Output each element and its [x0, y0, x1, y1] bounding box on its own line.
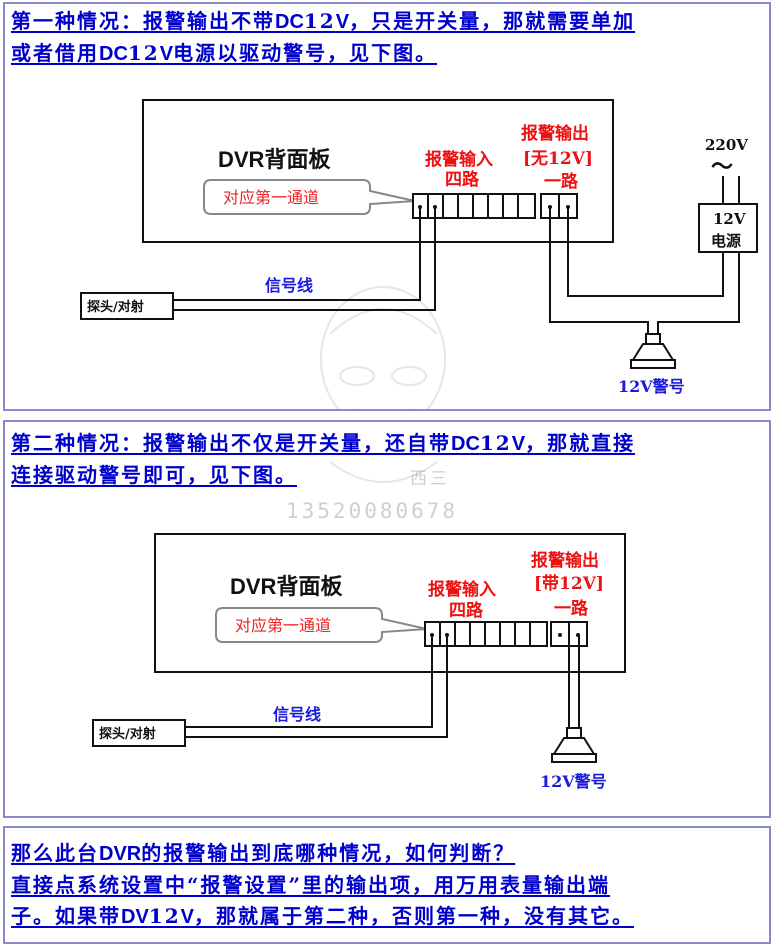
alarm-input-count-2: 四路	[449, 600, 484, 621]
psu-label: 电源	[711, 232, 741, 250]
case2-text: 第二种情况：报警输出不仅是开关量，还自带DC12V，那就直接 连接驱动警号即可，…	[11, 428, 763, 491]
case2-line1-e: ，那就直接	[525, 431, 636, 455]
watermark-face	[320, 286, 446, 409]
alarm-output-terminal-2	[550, 621, 588, 647]
siren-label: 12V警号	[618, 377, 685, 396]
case1-text: 第一种情况：报警输出不带DC12V，只是开关量，那就需要单加 或者借用DC12V…	[11, 6, 763, 70]
case2-line2-a: 连接驱动警号即可，见下图。	[11, 463, 297, 487]
summary-text: 那么此台DVR的报警输出到底哪种情况，如何判断？ 直接点系统设置中“报警设置”里…	[11, 838, 763, 933]
siren-label-2: 12V警号	[540, 772, 607, 791]
summary-panel: 那么此台DVR的报警输出到底哪种情况，如何判断？ 直接点系统设置中“报警设置”里…	[3, 826, 771, 944]
sensor-box-2	[92, 719, 186, 747]
ac-voltage-label: 220V	[705, 136, 748, 154]
alarm-input-label-2: 报警输入	[428, 579, 496, 600]
summary-line3-c: 12	[148, 904, 181, 928]
ac-symbol: ～	[711, 154, 733, 180]
siren-wires	[549, 207, 740, 334]
signal-wire-label-2: 信号线	[273, 705, 321, 724]
case1-line1-c: 12	[303, 9, 336, 33]
case1-line2-e: 电源以驱动警号，见下图。	[173, 41, 438, 65]
case2-line2: 连接驱动警号即可，见下图。	[11, 463, 297, 487]
alarm-input-terminal-2	[424, 621, 548, 647]
case1-line2-b: DC	[99, 43, 128, 65]
case1-line2-a: 或者借用	[11, 41, 99, 65]
summary-line3-e: ，那就属于第二种，否则第一种，没有其它。	[193, 904, 634, 928]
signal-wire-label: 信号线	[265, 276, 313, 295]
diagram1: DVR背面板 对应第一通道 报警输入 四路 报警输出 [无12V] 一路	[80, 99, 758, 409]
case2-line1-d: V	[511, 433, 526, 455]
siren-icon	[630, 333, 676, 369]
case1-panel: 第一种情况：报警输出不带DC12V，只是开关量，那就需要单加 或者借用DC12V…	[3, 2, 771, 411]
channel-callout-2	[215, 607, 428, 643]
psu-box	[698, 203, 758, 253]
summary-line3-d: V	[180, 906, 194, 928]
case1-line1-d: V	[335, 11, 350, 33]
sensor-label-2: 探头/对射	[99, 726, 156, 742]
alarm-output-type: [无12V]	[523, 149, 593, 169]
case2-panel: 第二种情况：报警输出不仅是开关量，还自带DC12V，那就直接 连接驱动警号即可，…	[3, 420, 771, 818]
watermark-tail: 西三	[410, 469, 450, 489]
alarm-output-label-2: 报警输出	[531, 550, 599, 571]
case2-line1-b: DC	[451, 433, 480, 455]
summary-line2-text: 直接点系统设置中“报警设置”里的输出项，用万用表量输出端	[11, 873, 611, 897]
summary-line1: 那么此台DVR的报警输出到底哪种情况，如何判断？	[11, 841, 515, 865]
alarm-output-count: 一路	[544, 171, 579, 192]
channel-label-2: 对应第一通道	[235, 616, 331, 635]
alarm-input-count: 四路	[445, 169, 480, 190]
psu-voltage: 12V	[713, 210, 746, 228]
summary-line3: 子。如果带DV12V，那就属于第二种，否则第一种，没有其它。	[11, 904, 634, 928]
case2-line1: 第二种情况：报警输出不仅是开关量，还自带DC12V，那就直接	[11, 431, 635, 455]
summary-line1-a: 那么此台	[11, 841, 99, 865]
channel-callout	[203, 179, 416, 215]
alarm-input-label: 报警输入	[425, 149, 493, 170]
alarm-output-label: 报警输出	[521, 123, 589, 144]
siren-wires-2	[568, 635, 580, 728]
summary-line3-b: DV	[121, 906, 149, 928]
summary-line3-a: 子。如果带	[11, 904, 121, 928]
watermark-face-bottom	[329, 461, 438, 483]
case2-line1-a: 第二种情况：报警输出不仅是开关量，还自带	[11, 431, 451, 455]
case1-line1: 第一种情况：报警输出不带DC12V，只是开关量，那就需要单加	[11, 9, 635, 33]
ac-wires	[722, 176, 740, 204]
case1-line1-b: DC	[275, 11, 304, 33]
alarm-input-terminal	[412, 193, 536, 219]
case1-line2-d: V	[159, 43, 174, 65]
case1-line2: 或者借用DC12V电源以驱动警号，见下图。	[11, 41, 437, 65]
case1-line2-c: 12	[127, 41, 160, 65]
sensor-box	[80, 292, 174, 320]
dvr-back-panel	[142, 99, 614, 243]
siren-icon-2	[551, 727, 597, 763]
alarm-output-type-2: [带12V]	[534, 573, 604, 594]
summary-line2: 直接点系统设置中“报警设置”里的输出项，用万用表量输出端	[11, 873, 610, 897]
sensor-label: 探头/对射	[87, 299, 144, 315]
diagram2: 西三 13520080678 DVR背面板 对应第一通道 报警输入 四路 报警	[92, 461, 626, 791]
summary-line1-c: 的报警输出到底哪种情况，如何判断？	[141, 841, 516, 865]
alarm-output-count-2: 一路	[554, 598, 589, 619]
case1-line1-a: 第一种情况：报警输出不带	[11, 9, 275, 33]
dvr-back-panel-2	[154, 533, 626, 673]
summary-line1-b: DVR	[99, 843, 142, 865]
dvr-title: DVR背面板	[218, 147, 331, 172]
channel-label: 对应第一通道	[223, 188, 319, 207]
case1-line1-e: ，只是开关量，那就需要单加	[349, 9, 636, 33]
alarm-output-terminal	[540, 193, 578, 219]
case2-line1-c: 12	[479, 431, 512, 455]
watermark-phone: 13520080678	[286, 499, 458, 523]
signal-wires	[173, 207, 436, 311]
signal-wires-2	[185, 635, 448, 738]
dvr-title-2: DVR背面板	[230, 574, 343, 599]
